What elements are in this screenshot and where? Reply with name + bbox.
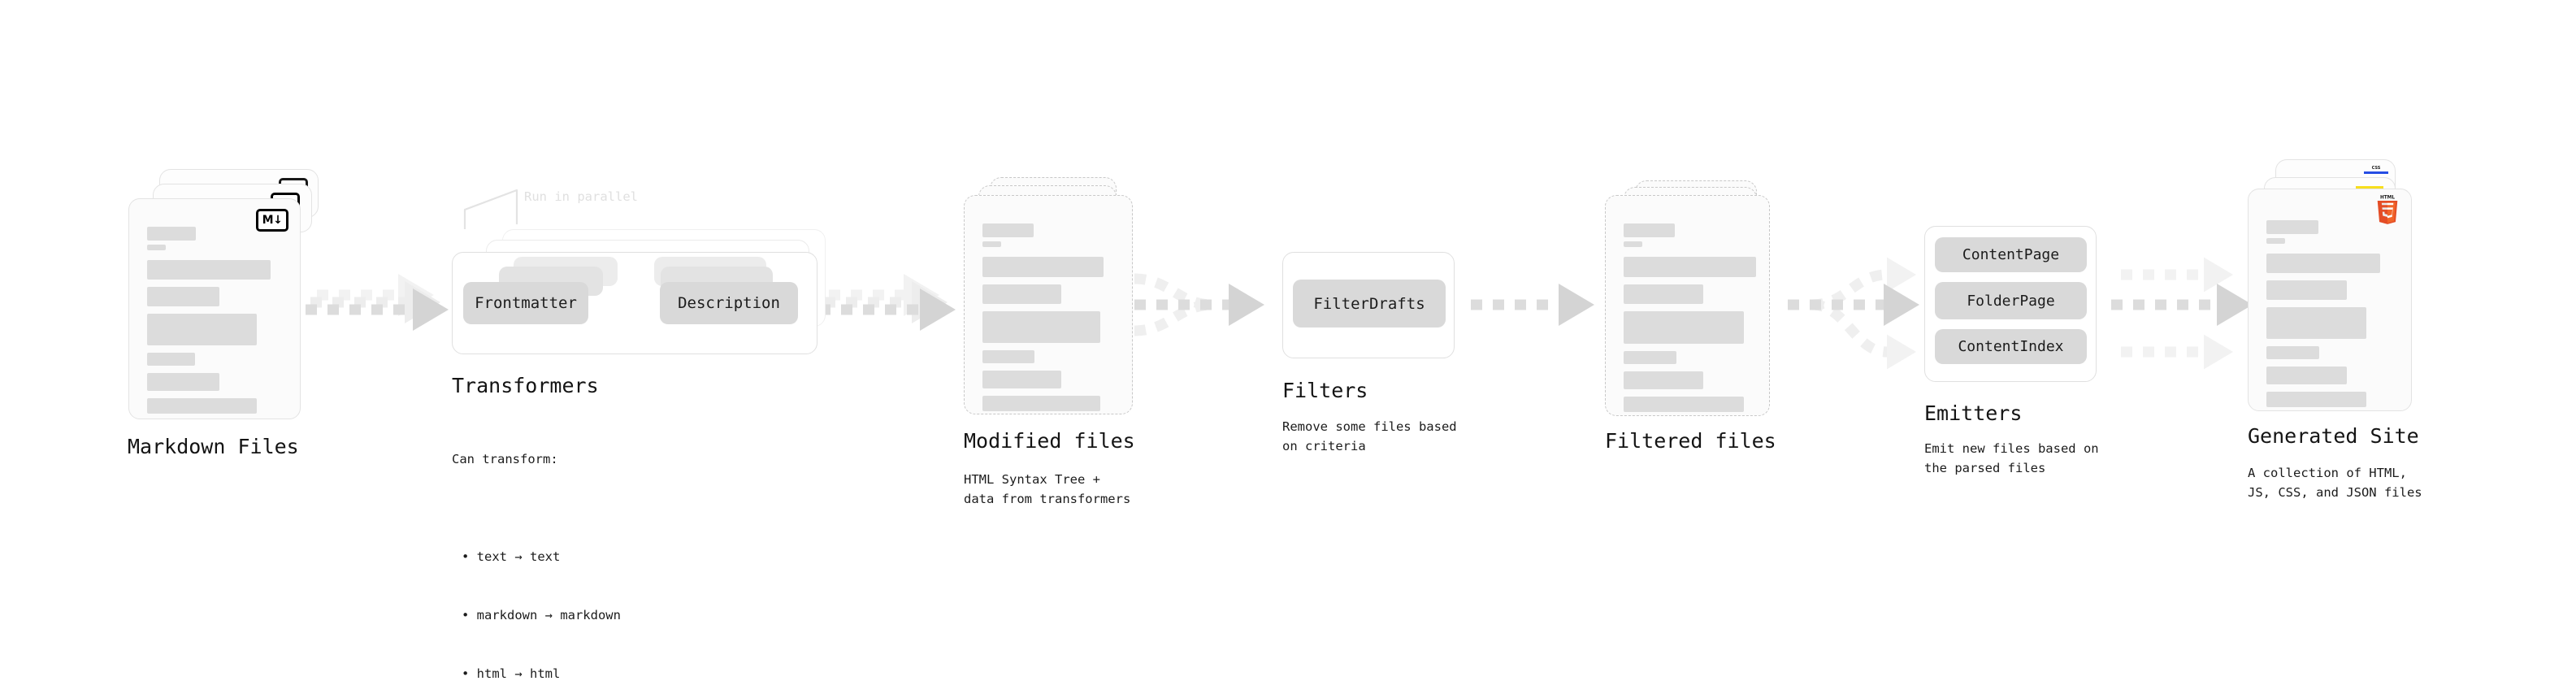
stage-subtitle-generated-site: A collection of HTML, JS, CSS, and JSON … — [2248, 466, 2422, 501]
modified-file-skeleton — [965, 196, 1132, 414]
html5-icon-svg: HTML — [2377, 195, 2398, 224]
skeleton-bar — [2266, 367, 2347, 384]
run-in-parallel-leader — [463, 189, 518, 229]
skeleton-bar — [1624, 241, 1642, 247]
skeleton-bar — [147, 314, 257, 345]
skeleton-bar — [147, 287, 219, 306]
markdown-icon-letter: M — [262, 214, 274, 227]
markdown-icon-arrow: ↓ — [273, 214, 283, 227]
markdown-file-card-front: M↓ — [128, 198, 301, 419]
skeleton-bar — [1624, 371, 1703, 389]
skeleton-bar — [982, 284, 1061, 304]
skeleton-bar — [982, 396, 1100, 411]
connector-filters-to-filtered — [1471, 284, 1594, 326]
transformers-bullet-markdown: • markdown → markdown — [462, 608, 621, 623]
generated-site-skeleton — [2249, 189, 2411, 410]
stage-subtitle-emitters: Emit new files based on the parsed files — [1924, 441, 2099, 476]
skeleton-bar — [982, 241, 1001, 247]
transformers-bullet-text: • text → text — [462, 549, 561, 565]
skeleton-bar — [147, 353, 195, 366]
skeleton-bar — [147, 260, 271, 280]
transformers-can-transform-label: Can transform: — [452, 452, 558, 467]
connector-emitters-to-site — [2111, 257, 2253, 370]
stage-title-transformers: Transformers — [452, 374, 599, 397]
svg-text:HTML: HTML — [2380, 195, 2395, 200]
skeleton-bar — [2266, 254, 2380, 273]
run-in-parallel-label: Run in parallel — [524, 189, 638, 204]
skeleton-bar — [2266, 392, 2366, 407]
stage-subtitle-filters: Remove some files based on criteria — [1282, 419, 1457, 454]
skeleton-bar — [2266, 238, 2285, 244]
skeleton-bar — [982, 350, 1034, 363]
css3-icon-label: CSS — [2371, 166, 2381, 171]
skeleton-bar — [147, 373, 219, 391]
css3-icon: CSS — [2364, 167, 2388, 176]
emitter-chip-contentindex[interactable]: ContentIndex — [1935, 329, 2087, 364]
transformers-bullet-html: • html → html — [462, 666, 561, 681]
stage-title-markdown-files: Markdown Files — [128, 435, 299, 458]
css3-icon-bar — [2364, 171, 2388, 174]
skeleton-bar — [2266, 307, 2366, 339]
connector-transformers-to-modified — [819, 274, 956, 331]
emitter-chip-contentpage[interactable]: ContentPage — [1935, 237, 2087, 272]
skeleton-bar — [147, 398, 257, 414]
generated-site-card-front: HTML — [2248, 189, 2412, 411]
stage-title-filters: Filters — [1282, 379, 1368, 402]
markdown-icon: M↓ — [256, 209, 288, 232]
modified-file-card-front — [964, 195, 1133, 414]
skeleton-bar — [2266, 280, 2347, 300]
stage-title-filtered-files: Filtered files — [1605, 429, 1776, 453]
skeleton-bar — [982, 223, 1034, 237]
html5-icon: HTML — [2374, 194, 2401, 225]
stage-title-generated-site: Generated Site — [2248, 424, 2419, 448]
transformer-chip-description[interactable]: Description — [660, 282, 798, 324]
skeleton-bar — [1624, 257, 1756, 277]
markdown-file-skeleton — [129, 199, 300, 419]
skeleton-bar — [1624, 311, 1744, 344]
connector-md-to-transformers — [306, 274, 449, 331]
stage-title-emitters: Emitters — [1924, 401, 2023, 425]
skeleton-bar — [147, 227, 196, 241]
skeleton-bar — [147, 245, 166, 250]
skeleton-bar — [982, 311, 1100, 343]
stage-title-modified-files: Modified files — [964, 429, 1135, 453]
connector-modified-to-filters — [1134, 273, 1264, 336]
skeleton-bar — [2266, 220, 2318, 234]
stage-subtitle-modified-files: HTML Syntax Tree + data from transformer… — [964, 472, 1131, 507]
transformer-chip-frontmatter[interactable]: Frontmatter — [463, 282, 588, 324]
filtered-file-card-front — [1605, 195, 1770, 416]
emitter-chip-folderpage[interactable]: FolderPage — [1935, 282, 2087, 319]
filter-chip-filterdrafts[interactable]: FilterDrafts — [1293, 280, 1446, 327]
skeleton-bar — [1624, 284, 1703, 304]
skeleton-bar — [1624, 351, 1676, 364]
skeleton-bar — [1624, 397, 1744, 412]
stage-subtitle-transformers: Can transform: • text → text • markdown … — [452, 410, 621, 681]
skeleton-bar — [982, 257, 1104, 277]
filtered-file-skeleton — [1606, 196, 1769, 415]
skeleton-bar — [2266, 346, 2319, 359]
connector-filtered-to-emitters — [1788, 257, 1919, 370]
skeleton-bar — [982, 371, 1061, 388]
skeleton-bar — [1624, 223, 1675, 237]
